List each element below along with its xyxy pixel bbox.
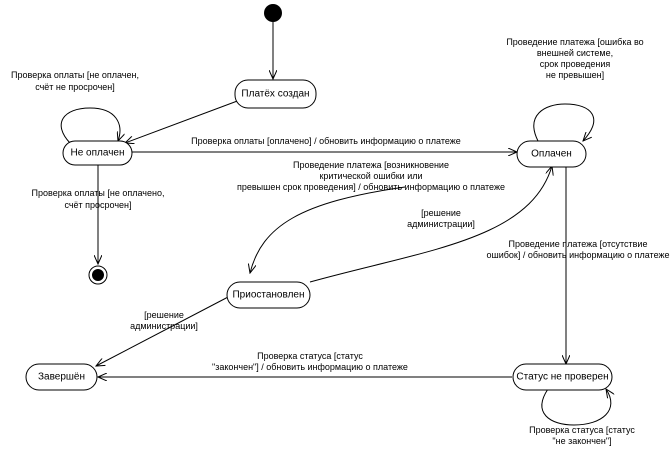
edge-paid-self [533, 103, 595, 141]
edge-status-self [541, 389, 611, 426]
edge-created-to-not-paid [125, 99, 241, 143]
label-line: администрации] [130, 321, 198, 331]
label-line: Проверка оплаты [не оплачено, [32, 188, 165, 198]
edge-paid-to-suspended [250, 186, 406, 273]
edge-not-paid-self [60, 107, 120, 144]
state-status-unchecked-label: Статус не проверен [516, 372, 608, 383]
state-not-paid: Не оплачен [62, 140, 133, 166]
edge-suspended-to-completed [96, 295, 231, 366]
state-completed: Завершён [25, 363, 98, 391]
label-line: Проведение платежа [ошибка во [506, 37, 643, 47]
label-not-paid-self: Проверка оплаты [не оплачен, счёт не прос… [11, 70, 139, 92]
label-line: Проверка оплаты [не оплачен, [11, 70, 139, 80]
state-status-unchecked: Статус не проверен [512, 363, 613, 391]
label-line: Проверка оплаты [оплачено] / обновить ин… [191, 136, 461, 146]
label-line: администрации] [407, 219, 475, 229]
label-line: Проведение платежа [возникновение [293, 160, 449, 170]
label-line: Проверка статуса [статус [257, 351, 363, 361]
label-line: критической ошибки или [319, 171, 422, 181]
label-line: счёт просрочен] [64, 200, 131, 210]
label-status-self: Проверка статуса [статус"не закончен"] [529, 425, 635, 446]
edge-suspended-to-paid [309, 166, 552, 283]
label-line: не превышен] [546, 70, 604, 80]
state-suspended: Приостановлен [226, 281, 311, 309]
state-suspended-label: Приостановлен [232, 290, 304, 301]
initial-state [264, 4, 282, 22]
final-state [88, 265, 108, 285]
label-line: [решение [421, 208, 461, 218]
state-not-paid-label: Не оплачен [70, 148, 124, 159]
label-line: срок проведения [540, 59, 611, 69]
label-line: ошибок] / обновить информацию о платеже [486, 250, 669, 260]
state-created: Платёх создан [234, 79, 317, 109]
label-line: "не закончен"] [552, 436, 611, 446]
label-line: [решение [144, 310, 184, 320]
state-paid: Оплачен [516, 140, 587, 168]
state-completed-label: Завершён [38, 372, 85, 383]
label-not-paid-to-paid: Проверка оплаты [оплачено] / обновить ин… [191, 136, 461, 146]
state-created-label: Платёх создан [241, 89, 309, 100]
label-line: счёт не просрочен] [35, 82, 115, 92]
label-line: "закончен"] / обновить информацию о плат… [212, 362, 408, 372]
label-line: внешней системе, [537, 48, 613, 58]
label-status-to-completed: Проверка статуса [статус"закончен"] / об… [212, 351, 408, 372]
label-line: превышен срок проведения] / обновить инф… [237, 182, 505, 192]
state-paid-label: Оплачен [531, 149, 572, 160]
label-line: Проведение платежа [отсутствие [509, 239, 648, 249]
label-not-paid-to-final: Проверка оплаты [не оплачено, счёт просро… [32, 188, 165, 210]
label-line: Проверка статуса [статус [529, 425, 635, 435]
